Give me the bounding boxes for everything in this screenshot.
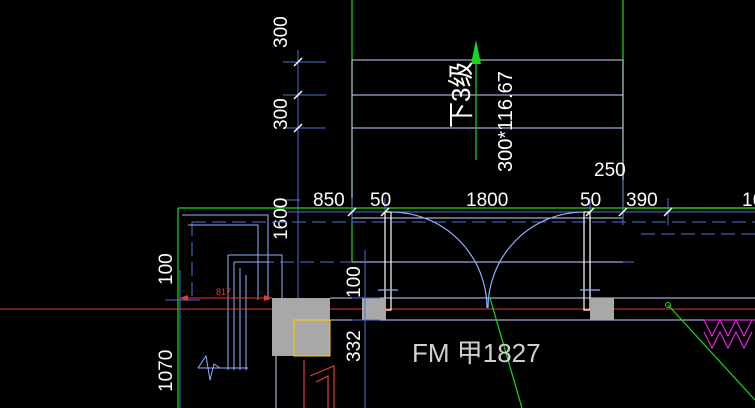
door-frame[interactable] <box>378 211 600 311</box>
right-node-marker[interactable] <box>665 302 671 308</box>
dim-300-mid[interactable]: 300 <box>271 98 292 130</box>
right-slanted-line[interactable] <box>667 304 755 401</box>
dim-390[interactable]: 390 <box>626 190 658 211</box>
stair-direction-arrow[interactable] <box>471 40 481 160</box>
floor-lines[interactable] <box>275 261 755 408</box>
left-vertical-dimension <box>283 50 326 304</box>
door-tag[interactable]: FM 甲1827 <box>412 338 541 368</box>
dim-1070[interactable]: 1070 <box>156 350 177 392</box>
dim-100-left[interactable]: 100 <box>156 253 177 285</box>
dim-817-arrow-left <box>180 295 188 301</box>
dim-300-top[interactable]: 300 <box>271 16 292 48</box>
dim-1600[interactable]: 1600 <box>271 198 292 240</box>
door-swing-arcs[interactable] <box>390 211 585 309</box>
dim-817-arrow-right <box>264 295 272 301</box>
magenta-hatch[interactable] <box>703 318 755 350</box>
left-wall-lines[interactable] <box>182 214 283 381</box>
dim-50-right[interactable]: 50 <box>580 190 601 211</box>
left-vertical-dimension-ticks <box>293 57 303 133</box>
dim-1800[interactable]: 1800 <box>466 190 508 211</box>
red-detail[interactable] <box>303 360 335 408</box>
door-tag-leader[interactable] <box>489 297 523 408</box>
dim-100-inner[interactable]: 100 <box>344 266 365 298</box>
dim-817[interactable]: 817 <box>216 287 231 297</box>
stair-treads[interactable] <box>351 59 624 219</box>
dim-250[interactable]: 250 <box>594 160 626 181</box>
dim-850[interactable]: 850 <box>313 190 345 211</box>
column-blocks[interactable] <box>272 298 614 357</box>
dim-332[interactable]: 332 <box>344 330 365 362</box>
dim-16[interactable]: 16 <box>742 190 755 211</box>
stair-spec[interactable]: 300*116.67 <box>495 71 517 172</box>
dim-50-left[interactable]: 50 <box>370 190 391 211</box>
stair-label[interactable]: 下3级 <box>446 62 476 128</box>
inner-vertical-dimension <box>352 250 380 408</box>
lower-left-dimension-line <box>165 270 200 408</box>
